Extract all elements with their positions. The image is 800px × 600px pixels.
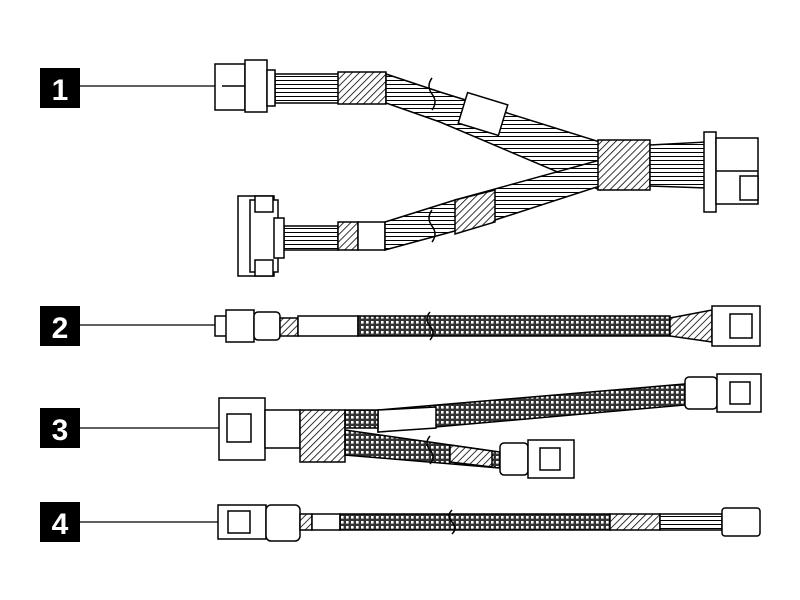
callout-number: 1 bbox=[52, 74, 69, 107]
callout-number: 4 bbox=[52, 508, 69, 541]
callout-number: 3 bbox=[52, 414, 69, 447]
power-connector-bottom bbox=[237, 195, 285, 277]
power-connector-top bbox=[214, 59, 276, 113]
cable-2 bbox=[214, 305, 761, 347]
callout-3: 3 bbox=[40, 408, 228, 448]
callout-1: 1 bbox=[40, 68, 218, 108]
power-connector-right bbox=[703, 131, 759, 213]
cable-4 bbox=[217, 504, 761, 542]
callout-number: 2 bbox=[52, 312, 69, 345]
cable-1 bbox=[214, 59, 759, 277]
cable-3 bbox=[218, 373, 762, 479]
callout-4: 4 bbox=[40, 502, 222, 542]
callout-2: 2 bbox=[40, 306, 222, 346]
